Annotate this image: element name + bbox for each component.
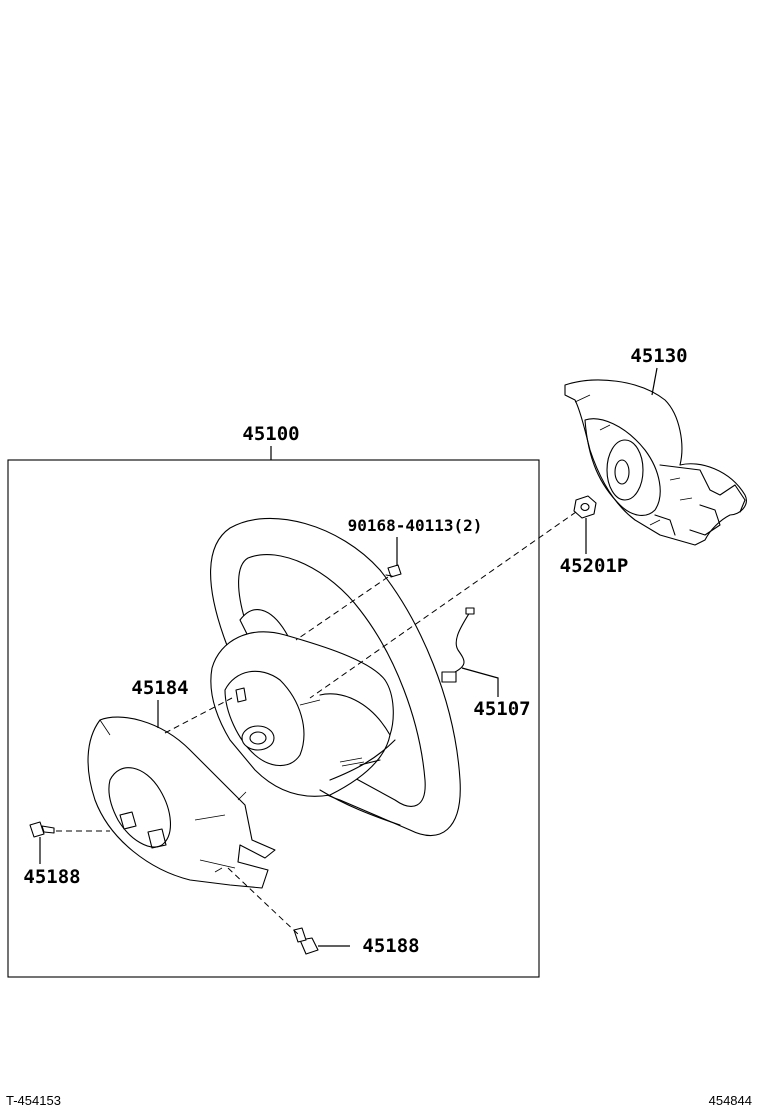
lower-cover-details bbox=[99, 719, 247, 873]
screw-drawing bbox=[385, 537, 402, 578]
cover-screw-left-head bbox=[29, 821, 45, 838]
footer-right-code: 454844 bbox=[709, 1093, 752, 1108]
airbag-face bbox=[584, 418, 661, 516]
wheel-hub-center bbox=[241, 725, 275, 751]
cover-screw-left-drawing bbox=[29, 821, 55, 864]
airbag-details bbox=[574, 394, 693, 526]
airbag-inflator bbox=[606, 439, 644, 501]
label-wire: 45107 bbox=[473, 698, 530, 720]
label-screw: 90168-40113(2) bbox=[348, 516, 483, 535]
lower-cover-boss-left bbox=[119, 811, 137, 830]
footer-left-code: T-454153 bbox=[6, 1093, 61, 1108]
label-lower-cover: 45184 bbox=[131, 677, 188, 699]
wire-cable bbox=[454, 611, 471, 673]
wheel-hub-slot bbox=[235, 687, 247, 703]
airbag-cover bbox=[564, 379, 747, 546]
label-cover-screw-bottom: 45188 bbox=[362, 935, 419, 957]
leader-airbag bbox=[651, 367, 658, 396]
airbag-inflator-inner bbox=[614, 459, 630, 485]
nut-drawing bbox=[573, 495, 597, 554]
dash-nut-to-hub bbox=[309, 511, 577, 699]
label-nut: 45201P bbox=[560, 555, 629, 577]
wheel-detail-lines bbox=[299, 699, 365, 767]
dash-bottom-screw bbox=[227, 867, 301, 937]
nut-body bbox=[573, 495, 597, 519]
steering-wheel-drawing bbox=[210, 517, 461, 837]
lower-cover-boss-right bbox=[147, 828, 167, 849]
lower-cover-drawing bbox=[87, 700, 276, 889]
wheel-lower-spoke bbox=[319, 759, 401, 826]
assembly-lines bbox=[56, 511, 577, 937]
label-cover-screw-left: 45188 bbox=[23, 866, 80, 888]
cover-screw-bottom-head bbox=[299, 937, 319, 955]
lower-cover-body bbox=[87, 716, 276, 889]
dash-cover-to-hub bbox=[164, 697, 233, 734]
screw-body bbox=[387, 564, 402, 578]
cover-screw-bottom-drawing bbox=[293, 927, 350, 955]
wire-drawing bbox=[441, 607, 499, 697]
wheel-hub-center-ring bbox=[249, 731, 267, 745]
lower-cover-inner bbox=[108, 767, 172, 848]
leader-wire bbox=[461, 667, 499, 697]
wire-connector bbox=[441, 671, 457, 683]
dash-screw-to-hub bbox=[295, 576, 389, 641]
wheel-hub-face bbox=[224, 670, 305, 767]
airbag-drawing bbox=[564, 379, 747, 546]
label-airbag-assy: 45130 bbox=[630, 345, 687, 367]
airbag-bracket bbox=[654, 464, 746, 536]
label-steering-wheel-assy: 45100 bbox=[242, 423, 299, 445]
assembly-frame bbox=[7, 459, 540, 978]
